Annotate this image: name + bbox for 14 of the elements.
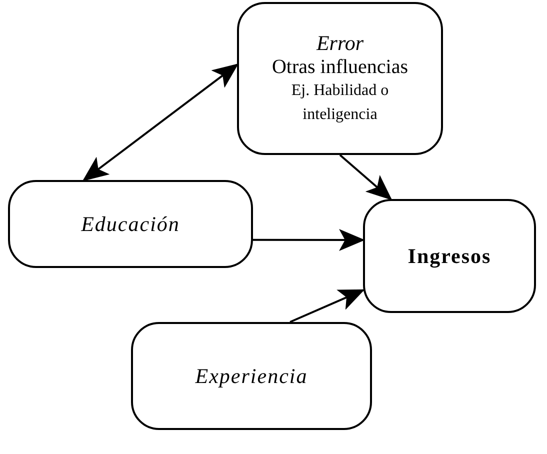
example-text: Ej. Habilidad o inteligencia [290,80,390,124]
rounded-box [363,199,536,313]
arrow [339,154,392,200]
arrow [82,64,239,182]
node-label: Ingresos [408,244,492,268]
node-label: Experiencia [195,364,308,388]
arrow [290,289,365,323]
arrow [253,229,365,251]
influence-text: Otras influencias [272,56,408,78]
error-heading: Error [316,30,364,56]
rounded-box [131,322,372,430]
rounded-box [237,2,443,155]
node-label: Educación [81,212,180,236]
rounded-box [8,180,253,268]
